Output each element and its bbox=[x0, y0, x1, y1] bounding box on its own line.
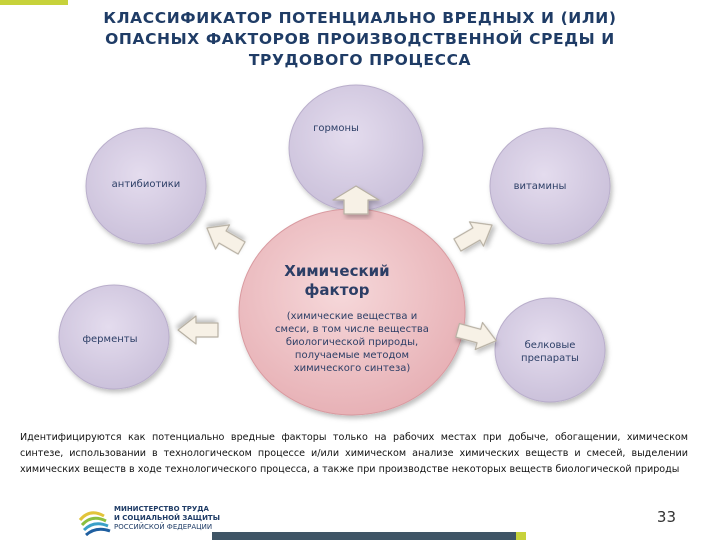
arrow-to-vitamins bbox=[453, 221, 493, 252]
center-title-line1: Химический bbox=[284, 262, 390, 280]
node-label-proteins-line2: препараты bbox=[521, 353, 579, 364]
arrow-to-proteins bbox=[455, 321, 497, 351]
node-proteins bbox=[494, 297, 606, 403]
node-label-antibiotics: антибиотики bbox=[111, 179, 181, 190]
center-title-line2: фактор bbox=[304, 281, 370, 299]
ministry-line3: РОССИЙСКОЙ ФЕДЕРАЦИИ bbox=[114, 523, 213, 531]
center-description: (химические вещества и смеси, в том числ… bbox=[262, 310, 442, 375]
node-label-proteins-line1: белковые bbox=[524, 340, 576, 351]
center-desc-line3: биологической природы, bbox=[285, 337, 419, 348]
center-desc-line5: химического синтеза) bbox=[293, 363, 411, 374]
node-vitamins bbox=[489, 127, 611, 245]
node-label-vitamins: витамины bbox=[513, 181, 567, 192]
center-desc-line1: (химические вещества и bbox=[286, 311, 418, 322]
ministry-line1: МИНИСТЕРСТВО ТРУДА bbox=[114, 505, 209, 513]
node-enzymes bbox=[58, 284, 170, 390]
arrow-to-antibiotics bbox=[206, 224, 246, 255]
body-paragraph: Идентифицируются как потенциально вредны… bbox=[20, 432, 688, 475]
footer-bar bbox=[212, 532, 524, 540]
node-label-proteins: белковые препараты bbox=[514, 339, 586, 365]
arrow-to-enzymes bbox=[177, 315, 219, 345]
page-title: КЛАССИФИКАТОР ПОТЕНЦИАЛЬНО ВРЕДНЫХ И (ИЛ… bbox=[40, 8, 680, 71]
node-label-hormones: гормоны bbox=[313, 123, 359, 134]
title-line-3: ТРУДОВОГО ПРОЦЕССА bbox=[248, 51, 472, 69]
footer-accent bbox=[516, 532, 526, 540]
center-desc-line4: получаемые методом bbox=[294, 350, 410, 361]
node-antibiotics bbox=[85, 127, 207, 245]
title-line-2: ОПАСНЫХ ФАКТОРОВ ПРОИЗВОДСТВЕННОЙ СРЕДЫ … bbox=[105, 30, 615, 48]
ministry-name: МИНИСТЕРСТВО ТРУДА И СОЦИАЛЬНОЙ ЗАЩИТЫ Р… bbox=[114, 505, 234, 532]
title-line-1: КЛАССИФИКАТОР ПОТЕНЦИАЛЬНО ВРЕДНЫХ И (ИЛ… bbox=[103, 9, 617, 27]
center-desc-line2: смеси, в том числе вещества bbox=[275, 324, 429, 335]
top-accent-bar bbox=[0, 0, 68, 5]
page-number: 33 bbox=[656, 508, 676, 526]
ministry-logo-icon bbox=[78, 511, 111, 537]
center-title: Химический фактор bbox=[262, 262, 412, 300]
node-label-enzymes: ферменты bbox=[82, 334, 138, 345]
arrow-to-hormones bbox=[332, 185, 380, 215]
ministry-line2: И СОЦИАЛЬНОЙ ЗАЩИТЫ bbox=[114, 514, 220, 522]
